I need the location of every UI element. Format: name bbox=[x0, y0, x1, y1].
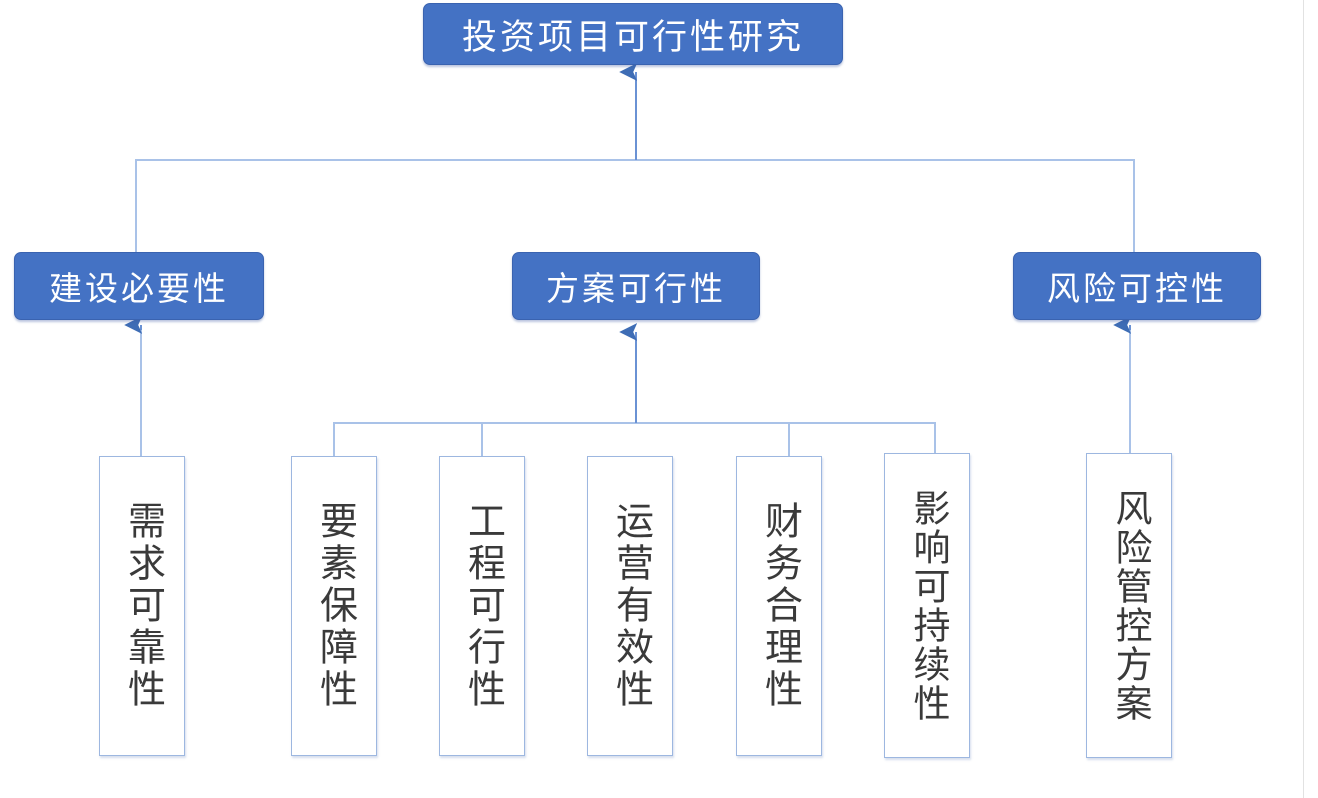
leaf-node[interactable]: 要素保障性 bbox=[291, 456, 377, 756]
node-level2-label: 方案可行性 bbox=[546, 272, 726, 308]
leaf-node[interactable]: 工程可行性 bbox=[439, 456, 525, 756]
leaf-node-label: 要素保障性 bbox=[313, 501, 356, 711]
node-level2-scheme-feasibility[interactable]: 方案可行性 bbox=[512, 252, 760, 320]
leaf-node[interactable]: 财务合理性 bbox=[736, 456, 822, 756]
connector-mid-bracket bbox=[333, 422, 936, 457]
node-level2-label: 建设必要性 bbox=[49, 272, 229, 308]
leaf-node-label: 财务合理性 bbox=[758, 501, 801, 711]
leaf-node[interactable]: 运营有效性 bbox=[587, 456, 673, 756]
leaf-node-label: 需求可靠性 bbox=[121, 501, 164, 711]
leaf-node-label: 运营有效性 bbox=[609, 501, 652, 711]
leaf-node[interactable]: 影响可持续性 bbox=[884, 453, 970, 758]
page-right-margin bbox=[1303, 0, 1318, 798]
leaf-node[interactable]: 需求可靠性 bbox=[99, 456, 185, 756]
node-root[interactable]: 投资项目可行性研究 bbox=[423, 3, 843, 65]
leaf-node-label: 影响可持续性 bbox=[906, 488, 948, 723]
node-level2-label: 风险可控性 bbox=[1047, 272, 1227, 308]
node-level2-construction-necessity[interactable]: 建设必要性 bbox=[14, 252, 264, 320]
connector-root-bracket bbox=[135, 159, 1135, 253]
leaf-node[interactable]: 风险管控方案 bbox=[1086, 453, 1172, 758]
node-level2-risk-controllability[interactable]: 风险可控性 bbox=[1013, 252, 1261, 320]
leaf-node-label: 风险管控方案 bbox=[1108, 488, 1150, 723]
leaf-node-label: 工程可行性 bbox=[461, 501, 504, 711]
node-root-label: 投资项目可行性研究 bbox=[461, 17, 804, 57]
